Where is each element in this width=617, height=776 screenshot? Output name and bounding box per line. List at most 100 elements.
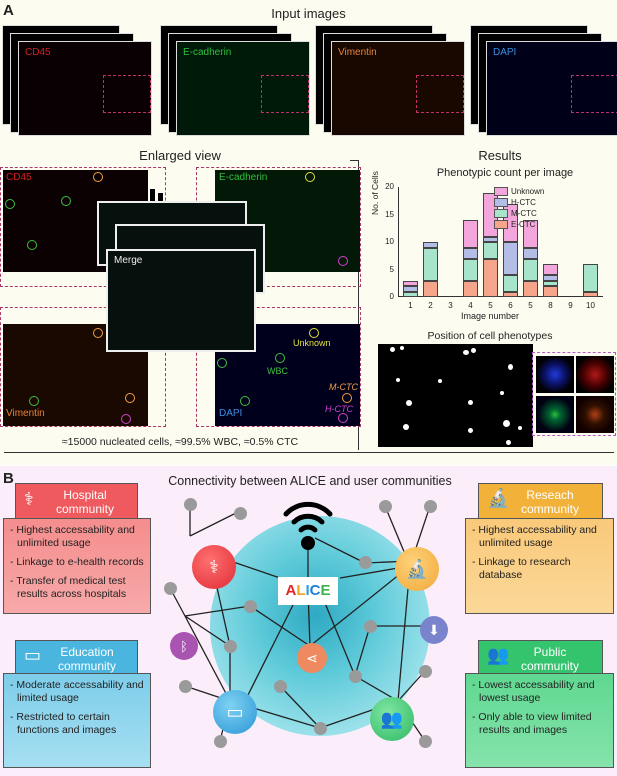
microscope-icon: 🔬 bbox=[487, 488, 510, 508]
teacher-board-icon: ▭ bbox=[226, 701, 244, 722]
bar-segment bbox=[523, 258, 538, 281]
summary-text: ≈15000 nucleated cells, ≈99.5% WBC, ≈0.5… bbox=[61, 436, 299, 448]
bar-segment bbox=[503, 275, 518, 292]
bar-segment bbox=[523, 280, 538, 297]
input-stack-cd45: CD45 bbox=[2, 25, 152, 136]
bar-segment bbox=[503, 291, 518, 297]
x-tick: 4 bbox=[468, 301, 473, 310]
cd45-label: CD45 bbox=[6, 172, 32, 183]
bluetooth-icon: ᛒ bbox=[180, 638, 188, 654]
public-community-body: - Lowest accessability and lowest usage … bbox=[465, 673, 614, 768]
chart-title: Phenotypic count per image bbox=[436, 167, 574, 179]
x-tick: 6 bbox=[508, 301, 513, 310]
wbc-annotation: WBC bbox=[267, 366, 288, 376]
bar-segment bbox=[423, 242, 438, 248]
research-node[interactable]: 🔬 bbox=[395, 547, 439, 591]
bar-segment bbox=[483, 258, 498, 297]
x-tick: 3 bbox=[448, 301, 453, 310]
channel-label: Vimentin bbox=[338, 47, 377, 58]
bar-column bbox=[583, 264, 598, 297]
bar-segment bbox=[483, 242, 498, 259]
bar-segment bbox=[403, 280, 418, 286]
hospital-community-header: ⚕ Hospital community bbox=[15, 483, 138, 521]
x-tick: 8 bbox=[548, 301, 553, 310]
ecadherin-label: E-cadherin bbox=[219, 172, 268, 183]
x-tick: 5 bbox=[528, 301, 533, 310]
phenotype-position-map bbox=[378, 344, 533, 447]
caduceus-icon: ⚕ bbox=[24, 489, 34, 509]
bar-segment bbox=[403, 291, 418, 297]
x-axis-label: Image number bbox=[460, 311, 520, 321]
research-community-body: - Highest accessability and unlimited us… bbox=[465, 518, 614, 614]
x-tick: 9 bbox=[568, 301, 573, 310]
education-node[interactable]: ▭ bbox=[213, 690, 257, 734]
roi-box bbox=[571, 75, 617, 113]
hospital-community-body: - Highest accessability and unlimited us… bbox=[3, 518, 151, 614]
x-tick: 10 bbox=[586, 301, 595, 310]
bar-segment bbox=[483, 236, 498, 242]
roi-box bbox=[261, 75, 309, 113]
download-icon: ⬇ bbox=[428, 621, 440, 638]
input-images-title: Input images bbox=[271, 6, 346, 21]
y-tick: 5 bbox=[389, 264, 394, 274]
chart-legend: Unknown H-CTC M-CTC E-CTC bbox=[494, 186, 544, 230]
bar-column bbox=[463, 220, 478, 297]
bar-segment bbox=[463, 258, 478, 281]
y-tick: 15 bbox=[385, 209, 394, 219]
unknown-annotation: Unknown bbox=[293, 338, 331, 348]
roi-box bbox=[416, 75, 464, 113]
panel-letter-b: B bbox=[3, 470, 14, 487]
bar-segment bbox=[423, 247, 438, 281]
teacher-board-icon: ▭ bbox=[24, 645, 42, 665]
download-node[interactable]: ⬇ bbox=[420, 616, 448, 644]
position-title: Position of cell phenotypes bbox=[427, 330, 553, 342]
input-stack-vimentin: Vimentin bbox=[315, 25, 465, 136]
share-icon: ⋖ bbox=[306, 649, 318, 666]
x-tick: 5 bbox=[488, 301, 493, 310]
channel-label: DAPI bbox=[493, 47, 517, 58]
hospital-node[interactable]: ⚕ bbox=[192, 545, 236, 589]
cell-zoom-box bbox=[532, 352, 616, 436]
bar-segment bbox=[543, 264, 558, 275]
research-community-header: 🔬 Reseach community bbox=[478, 483, 603, 521]
mctc-annotation: M-CTC bbox=[329, 382, 358, 392]
channel-label: E-cadherin bbox=[183, 47, 232, 58]
bluetooth-node[interactable]: ᛒ bbox=[170, 632, 198, 660]
education-community-body: - Moderate accessability and limited usa… bbox=[3, 673, 151, 768]
hctc-annotation: H-CTC bbox=[325, 404, 353, 414]
bar-segment bbox=[543, 275, 558, 281]
bar-segment bbox=[523, 220, 538, 248]
public-node[interactable]: 👥 bbox=[370, 697, 414, 741]
bar-segment bbox=[543, 280, 558, 286]
roi-box bbox=[103, 75, 151, 113]
bar-segment bbox=[463, 280, 478, 297]
bar-column bbox=[523, 220, 538, 297]
bar-column bbox=[403, 280, 418, 297]
bar-segment bbox=[403, 286, 418, 292]
merge-label: Merge bbox=[114, 255, 143, 266]
y-tick: 10 bbox=[385, 237, 394, 246]
panel-a: A Input images CD45 E-cadherin Vimentin … bbox=[0, 0, 617, 465]
public-community-header: 👥 Public community bbox=[478, 640, 603, 678]
merge-image: Merge bbox=[106, 249, 256, 352]
input-stack-dapi: DAPI bbox=[470, 25, 617, 136]
people-icon: 👥 bbox=[380, 708, 404, 729]
input-stack-ecadherin: E-cadherin bbox=[160, 25, 310, 136]
people-icon: 👥 bbox=[487, 645, 510, 665]
bar-column bbox=[543, 264, 558, 297]
enlarged-view-title: Enlarged view bbox=[139, 148, 221, 163]
y-axis-label: No. of Cells bbox=[370, 171, 380, 215]
x-tick: 1 bbox=[408, 301, 413, 310]
dapi-label: DAPI bbox=[219, 408, 243, 419]
bar-segment bbox=[583, 291, 598, 297]
x-tick: 2 bbox=[428, 301, 433, 310]
education-community-header: ▭ Education community bbox=[15, 640, 138, 678]
wifi-icon bbox=[280, 494, 336, 550]
panel-letter-a: A bbox=[3, 2, 14, 19]
bar-segment bbox=[503, 242, 518, 275]
caduceus-icon: ⚕ bbox=[209, 556, 219, 577]
y-tick: 0 bbox=[389, 292, 394, 301]
share-node[interactable]: ⋖ bbox=[297, 643, 327, 673]
bar-column bbox=[423, 242, 438, 297]
